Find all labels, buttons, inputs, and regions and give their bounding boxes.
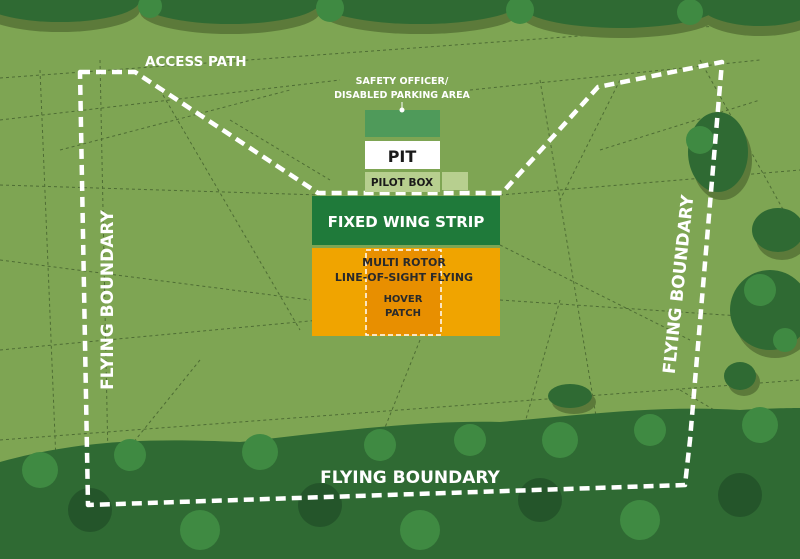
tree-line-top — [0, 0, 800, 38]
safety-officer-parking-area — [365, 110, 440, 137]
hover-patch-label-line2: PATCH — [385, 308, 421, 319]
pit-area — [365, 141, 440, 169]
tree-line-bottom — [0, 407, 800, 559]
pilot-box-marker — [442, 172, 468, 190]
flying-boundary-line — [77, 59, 725, 508]
pit-label: PIT — [388, 147, 417, 166]
multi-rotor-label-line1: MULTI ROTOR — [362, 256, 446, 269]
flying-boundary-bottom-label: FLYING BOUNDARY — [320, 468, 500, 488]
fixed-wing-strip — [312, 196, 500, 245]
access-path-label: ACCESS PATH — [145, 54, 247, 70]
pilot-box-area — [365, 172, 440, 192]
pilot-box-label: PILOT BOX — [371, 177, 433, 189]
safety-officer-label-line1: SAFETY OFFICER/ — [356, 76, 449, 87]
tree-clusters-right — [548, 112, 800, 414]
safety-area-pointer-dot — [399, 107, 405, 113]
safety-officer-label-line2: DISABLED PARKING AREA — [334, 90, 470, 101]
flying-boundary-left-label: FLYING BOUNDARY — [98, 209, 118, 389]
fixed-wing-strip-label: FIXED WING STRIP — [328, 213, 485, 231]
hover-patch — [365, 249, 442, 336]
hover-patch-label-line1: HOVER — [384, 294, 423, 305]
multi-rotor-label-line2: LINE-OF-SIGHT FLYING — [335, 271, 473, 284]
